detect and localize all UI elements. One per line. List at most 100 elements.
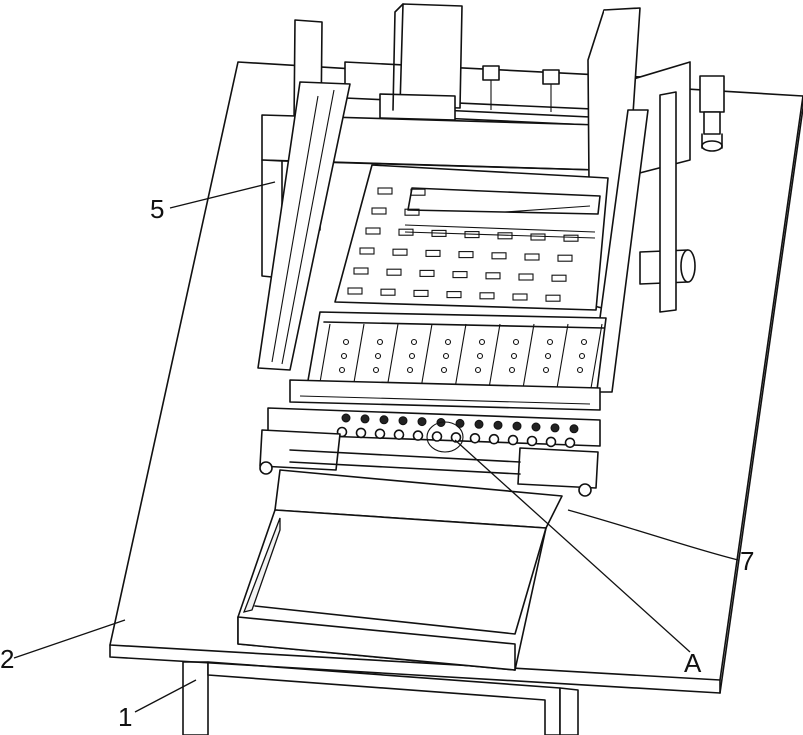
compartment-pin bbox=[372, 366, 380, 374]
bed-slot bbox=[479, 292, 495, 300]
roller-stud-bottom bbox=[488, 433, 500, 445]
bed-slot bbox=[512, 293, 528, 301]
bed-slot bbox=[410, 188, 426, 196]
slot-grid bbox=[347, 187, 579, 302]
detail-a-circle bbox=[426, 421, 464, 453]
compartment-pin bbox=[440, 366, 448, 374]
roller-stud-top bbox=[455, 418, 465, 428]
callout-5: 5 bbox=[150, 194, 164, 224]
divider bbox=[521, 323, 535, 395]
bed-slot bbox=[377, 187, 393, 195]
bed-slot bbox=[398, 228, 414, 236]
perforated-bed bbox=[334, 164, 609, 311]
roller-stud-top bbox=[398, 416, 408, 426]
roller-stud-top bbox=[531, 422, 541, 432]
bed-slot bbox=[497, 232, 513, 240]
bed-slot bbox=[485, 272, 501, 280]
compartment-pin bbox=[406, 366, 414, 374]
roller-stud-top bbox=[569, 424, 579, 434]
roller-stud-top bbox=[341, 413, 351, 423]
roller-stud-bottom bbox=[431, 431, 443, 442]
compartment-tray bbox=[289, 311, 607, 411]
leader-lines bbox=[13, 181, 739, 713]
bed-slot bbox=[518, 273, 534, 281]
leader-a bbox=[454, 439, 691, 653]
bed-slot bbox=[551, 274, 567, 282]
compartment-pin bbox=[510, 352, 518, 360]
compartment-pin bbox=[576, 366, 584, 374]
divider bbox=[589, 323, 603, 395]
compartment-pin bbox=[408, 352, 416, 360]
bed-slot bbox=[530, 233, 546, 241]
roller-studs bbox=[336, 413, 579, 449]
bed-slot bbox=[563, 234, 579, 242]
roller-stud-bottom bbox=[469, 432, 481, 444]
collection-box-7 bbox=[237, 469, 563, 671]
top-carriage bbox=[379, 3, 463, 121]
roller-stud-bottom bbox=[450, 432, 462, 443]
roller-stud-top bbox=[474, 419, 484, 429]
roller-stud-bottom bbox=[355, 427, 367, 439]
bed-slot bbox=[347, 287, 363, 295]
compartment-pin bbox=[544, 352, 552, 360]
roller-assembly bbox=[259, 407, 601, 497]
bed-slot bbox=[491, 252, 507, 260]
bed-slot bbox=[524, 253, 540, 261]
compartment-pin bbox=[338, 366, 346, 374]
leader-5 bbox=[169, 181, 276, 209]
roller-stud-top bbox=[379, 415, 389, 425]
compartment-pin bbox=[442, 352, 450, 360]
compartment-pin bbox=[410, 338, 418, 346]
divider bbox=[487, 323, 501, 395]
compartment-pin bbox=[342, 338, 350, 346]
roller-stud-bottom bbox=[545, 436, 557, 448]
compartment-pin bbox=[580, 338, 588, 346]
bed-slot bbox=[386, 268, 402, 276]
bed-slot bbox=[365, 227, 381, 235]
support-legs bbox=[182, 661, 579, 735]
bed-slot bbox=[545, 294, 561, 302]
leader-1 bbox=[134, 679, 197, 713]
roller-stud-top bbox=[512, 421, 522, 431]
bed-slot bbox=[452, 271, 468, 279]
divider bbox=[419, 323, 433, 395]
compartment-pin bbox=[478, 338, 486, 346]
callout-1: 1 bbox=[118, 702, 132, 732]
bed-slot bbox=[419, 269, 435, 277]
callout-7: 7 bbox=[740, 546, 754, 576]
compartment-pin bbox=[474, 366, 482, 374]
compartment-pin bbox=[376, 338, 384, 346]
roller-stud-top bbox=[417, 417, 427, 427]
roller-stud-bottom bbox=[374, 428, 386, 440]
roller-stud-bottom bbox=[564, 437, 576, 449]
bed-slot bbox=[359, 247, 375, 255]
bed-slot bbox=[392, 248, 408, 256]
compartment-pin bbox=[476, 352, 484, 360]
bed-slot bbox=[557, 254, 573, 262]
bed-slot bbox=[371, 207, 387, 215]
callout-2: 2 bbox=[0, 644, 14, 674]
compartment-pin bbox=[542, 366, 550, 374]
divider bbox=[555, 323, 569, 395]
leader-7 bbox=[567, 509, 739, 561]
roller-stud-top bbox=[550, 423, 560, 433]
bed-slot bbox=[413, 289, 429, 297]
bed-slot bbox=[464, 231, 480, 239]
compartment-pin bbox=[508, 366, 516, 374]
compartment-pin bbox=[444, 338, 452, 346]
bed-slot bbox=[404, 208, 420, 216]
compartment-dividers bbox=[317, 323, 603, 395]
roller-stud-bottom bbox=[412, 430, 424, 441]
compartment-pin bbox=[512, 338, 520, 346]
compartment-pin bbox=[374, 352, 382, 360]
bed-slot bbox=[431, 229, 447, 237]
compartment-pin bbox=[340, 352, 348, 360]
bed-slot bbox=[458, 251, 474, 259]
leader-2 bbox=[13, 619, 126, 659]
roller-stud-bottom bbox=[507, 434, 519, 446]
roller-stud-bottom bbox=[393, 429, 405, 441]
bed-slot bbox=[446, 291, 462, 299]
roller-stud-bottom bbox=[526, 435, 538, 447]
bed-slot bbox=[380, 288, 396, 296]
